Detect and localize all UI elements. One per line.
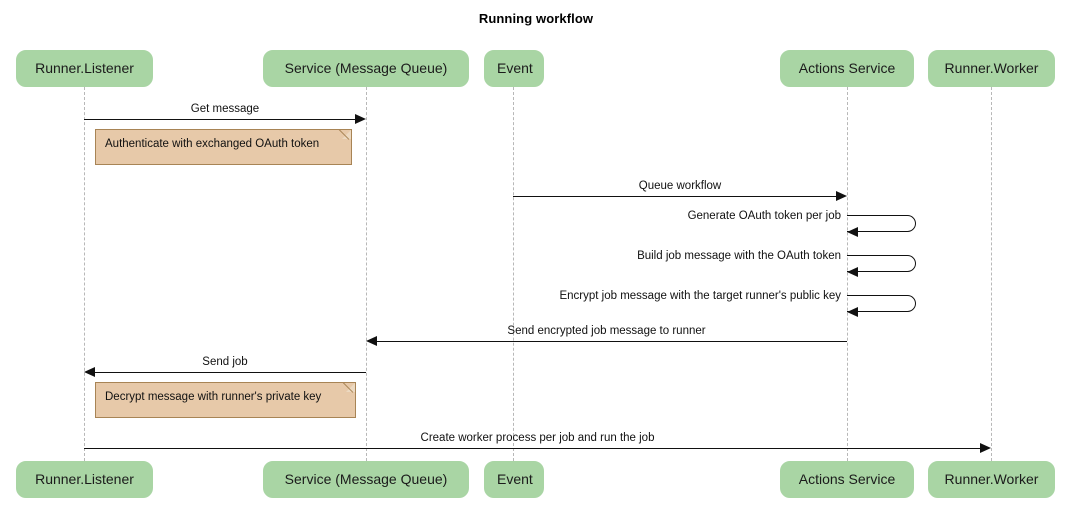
arrowhead-generate-oauth-token-per-job xyxy=(847,226,858,237)
message-label-generate-oauth-token-per-job: Generate OAuth token per job xyxy=(687,210,841,222)
arrowhead-send-job xyxy=(84,366,95,377)
message-label-send-encrypted-job-message-to-runner: Send encrypted job message to runner xyxy=(507,325,706,337)
arrowhead-get-message xyxy=(355,113,366,124)
arrowhead-build-job-message-with-the-oauth-token xyxy=(847,266,858,277)
note-decrypt-text: Decrypt message with runner's private ke… xyxy=(105,391,322,403)
message-label-build-job-message-with-the-oauth-token: Build job message with the OAuth token xyxy=(637,250,841,262)
lifeline-service-message-queue xyxy=(366,87,367,461)
arrowhead-queue-workflow xyxy=(836,190,847,201)
note-fold-edge-icon xyxy=(338,130,351,143)
participant-service-message-queue-top[interactable]: Service (Message Queue) xyxy=(263,50,469,87)
participant-event-top[interactable]: Event xyxy=(484,50,544,87)
lifeline-runner-worker xyxy=(991,87,992,461)
message-line-create-worker-process-per-job-and-run-the-job xyxy=(84,448,980,449)
arrowhead-encrypt-job-message-with-the-target-runners-public-key xyxy=(847,306,858,317)
note-fold-edge-icon xyxy=(342,383,355,396)
participant-runner-listener-bottom[interactable]: Runner.Listener xyxy=(16,461,153,498)
participant-runner-listener-top[interactable]: Runner.Listener xyxy=(16,50,153,87)
arrowhead-send-encrypted-job-message-to-runner xyxy=(366,335,377,346)
message-label-send-job: Send job xyxy=(202,356,248,368)
message-selfloop-build-job-message-with-the-oauth-token xyxy=(847,255,916,272)
message-label-queue-workflow: Queue workflow xyxy=(638,180,722,192)
note-authenticate-text: Authenticate with exchanged OAuth token xyxy=(105,138,320,150)
message-line-send-job xyxy=(95,372,366,373)
message-label-get-message: Get message xyxy=(190,103,260,115)
message-line-queue-workflow xyxy=(513,196,836,197)
participant-runner-worker-top[interactable]: Runner.Worker xyxy=(928,50,1055,87)
participant-event-bottom[interactable]: Event xyxy=(484,461,544,498)
message-label-create-worker-process-per-job-and-run-the-job: Create worker process per job and run th… xyxy=(420,432,655,444)
message-label-encrypt-job-message-with-the-target-runners-public-key: Encrypt job message with the target runn… xyxy=(559,290,841,302)
lifeline-runner-listener xyxy=(84,87,85,461)
page-title: Running workflow xyxy=(478,11,594,26)
participant-actions-service-top[interactable]: Actions Service xyxy=(780,50,914,87)
arrowhead-create-worker-process-per-job-and-run-the-job xyxy=(980,442,991,453)
note-authenticate: Authenticate with exchanged OAuth token xyxy=(95,129,352,165)
participant-service-message-queue-bottom[interactable]: Service (Message Queue) xyxy=(263,461,469,498)
participant-actions-service-bottom[interactable]: Actions Service xyxy=(780,461,914,498)
participant-runner-worker-bottom[interactable]: Runner.Worker xyxy=(928,461,1055,498)
message-selfloop-encrypt-job-message-with-the-target-runners-public-key xyxy=(847,295,916,312)
lifeline-event xyxy=(513,87,514,461)
message-line-get-message xyxy=(84,119,355,120)
message-line-send-encrypted-job-message-to-runner xyxy=(377,341,847,342)
message-selfloop-generate-oauth-token-per-job xyxy=(847,215,916,232)
note-decrypt: Decrypt message with runner's private ke… xyxy=(95,382,356,418)
